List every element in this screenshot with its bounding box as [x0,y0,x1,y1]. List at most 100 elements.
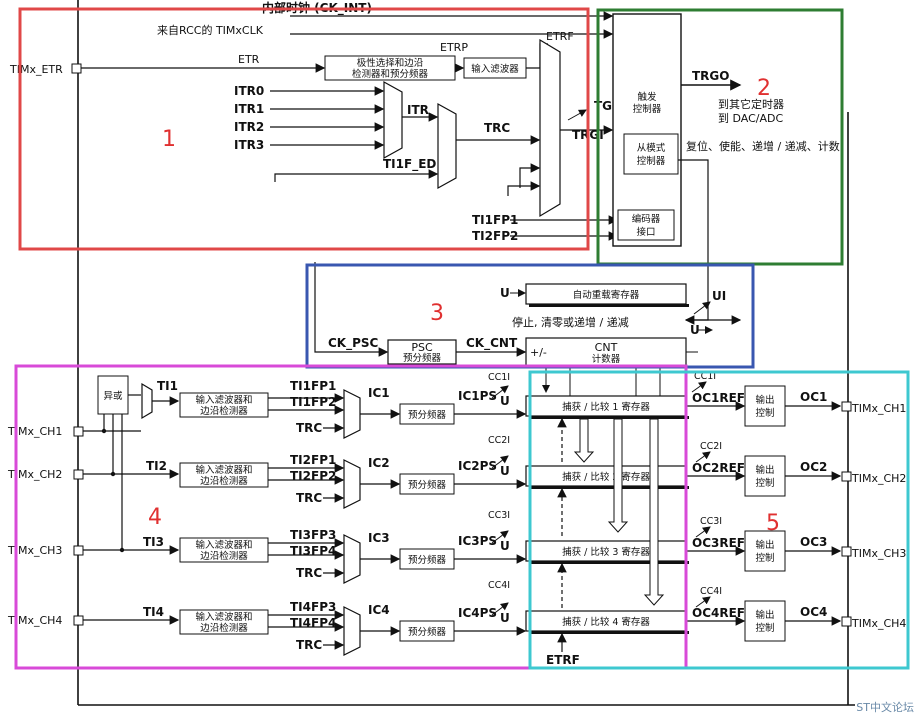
trgo-signal: TRGO [692,69,729,83]
u-cc2: U [500,464,510,478]
ic4-signal: IC4 [368,603,390,617]
prescaler-1-label: 预分频器 [408,409,447,421]
reset-enable-label: 复位、使能、递增 / 递减、计数 [686,139,840,153]
slave-l2: 控制器 [637,155,666,167]
ch1-out-label: TIMx_CH1 [851,402,906,415]
etrf-signal: ETRF [546,30,574,43]
ch4-out-label: TIMx_CH4 [851,617,906,630]
ck-cnt-signal: CK_CNT [466,336,518,351]
cc2i-output: CC2I [700,441,722,452]
oc2-signal: OC2 [800,460,827,474]
plus-minus-label: +/- [530,346,547,359]
trgi-mux [539,38,561,218]
ti3fp3-label: TI3FP3 [290,528,336,542]
u-cc3: U [500,539,510,553]
hollow-arrows [573,418,665,606]
cc3-register-label: 捕获 / 比较 3 寄存器 [562,546,650,558]
tgi-signal: TGI [594,99,617,113]
u-signal-cnt: U [690,323,700,337]
ti1f-ed-label: TI1F_ED [383,157,436,172]
out-ctrl-2-l1: 输出 [755,464,774,476]
oc2ref-signal: OC2REF [692,461,745,475]
out-ctrl-4-l1: 输出 [755,609,774,621]
oc3-signal: OC3 [800,535,827,549]
itr2-label: ITR2 [234,120,264,134]
filter-edge-4-l1: 输入滤波器和 [195,611,252,623]
encoder-l2: 接口 [636,226,655,238]
cc1i-output: CC1I [694,371,716,382]
rcc-clk-label: 来自RCC的 TIMxCLK [157,23,264,37]
out-ctrl-1-l2: 控制 [755,407,774,419]
encoder-interface [617,209,675,241]
trc-ch2-label: TRC [296,491,322,505]
ti1-signal: TI1 [157,379,178,393]
cc4i-output: CC4I [700,586,722,597]
out-ctrl-2-l2: 控制 [755,477,774,489]
cc2i-input: CC2I [488,435,510,446]
ch2-pin-label: TIMx_CH2 [7,468,62,481]
xor-label: 异或 [103,390,123,402]
cc2-register-label: 捕获 / 比较 2 寄存器 [562,471,650,483]
etr-signal: ETR [238,53,260,66]
slave-l1: 从模式 [637,142,666,154]
ti4-signal: TI4 [143,605,164,619]
filter-edge-2-l1: 输入滤波器和 [195,464,252,476]
prescaler-3-label: 预分频器 [408,554,447,566]
ic3ps-signal: IC3PS [458,534,497,548]
polarity-l1: 极性选择和边沿 [357,57,424,69]
out-ctrl-4-l2: 控制 [755,622,774,634]
channel-input-pins: TIMx_CH1 TIMx_CH2 TIMx_CH3 TIMx_CH4 [7,425,84,627]
itr0-label: ITR0 [234,84,264,98]
auto-reload-label: 自动重载寄存器 [573,289,640,301]
trc-signal: TRC [484,121,510,135]
itr1-label: ITR1 [234,102,264,116]
auto-reload-shadow [529,304,689,307]
itr-signal: ITR [407,103,429,117]
output-pins [841,401,852,627]
trc-ch4-label: TRC [296,638,322,652]
etr-pin-label: TIMx_ETR [9,63,63,76]
ch3-pin-label: TIMx_CH3 [7,544,62,557]
ic2ps-signal: IC2PS [458,459,497,473]
cnt-sub-label: 计数器 [592,353,621,365]
out-ctrl-3-l1: 输出 [755,539,774,551]
ti1-mux [141,382,153,420]
region-1-frame [18,7,590,251]
oc4-signal: OC4 [800,605,827,619]
region-3-number: 3 [430,301,444,326]
trc-ch1-label: TRC [296,421,322,435]
encoder-l1: 编码器 [632,213,661,225]
ch1-pin [73,426,84,437]
region-5-number: 5 [766,511,780,536]
ti4fp3-label: TI4FP3 [290,600,336,614]
filter-edge-1-l2: 边沿检测器 [200,405,248,417]
region-1-number: 1 [162,127,176,152]
cc4i-input: CC4I [488,580,510,591]
ic-muxes [343,389,361,656]
cc1-register-label: 捕获 / 比较 1 寄存器 [562,401,650,413]
region-4-number: 4 [148,505,162,530]
output-control-blocks [744,385,786,642]
prescaler-4-label: 预分频器 [408,626,447,638]
ch4-pin [73,615,84,626]
filter-edge-blocks [179,392,269,635]
prescaler-2-label: 预分频器 [408,479,447,491]
oc1ref-signal: OC1REF [692,391,745,405]
itr3-label: ITR3 [234,138,264,152]
trc-mux [437,102,457,190]
ti4fp4-label: TI4FP4 [290,616,336,630]
ti2fp2-label: TI2FP2 [472,229,518,243]
etr-pin [71,63,82,74]
polarity-l2: 检测器和预分频器 [352,68,429,80]
cc3i-output: CC3I [700,516,722,527]
out-ctrl-3-l2: 控制 [755,552,774,564]
ti2fp2-ch-label: TI2FP2 [290,469,336,483]
filter-edge-2-l2: 边沿检测器 [200,475,248,487]
to-dac-adc-label: 到 DAC/ADC [718,112,783,125]
etrp-signal: ETRP [440,41,468,54]
ic3-signal: IC3 [368,531,390,545]
filter-edge-4-l2: 边沿检测器 [200,622,248,634]
cc4-register-label: 捕获 / 比较 4 寄存器 [562,616,650,628]
slave-controller [623,133,679,175]
